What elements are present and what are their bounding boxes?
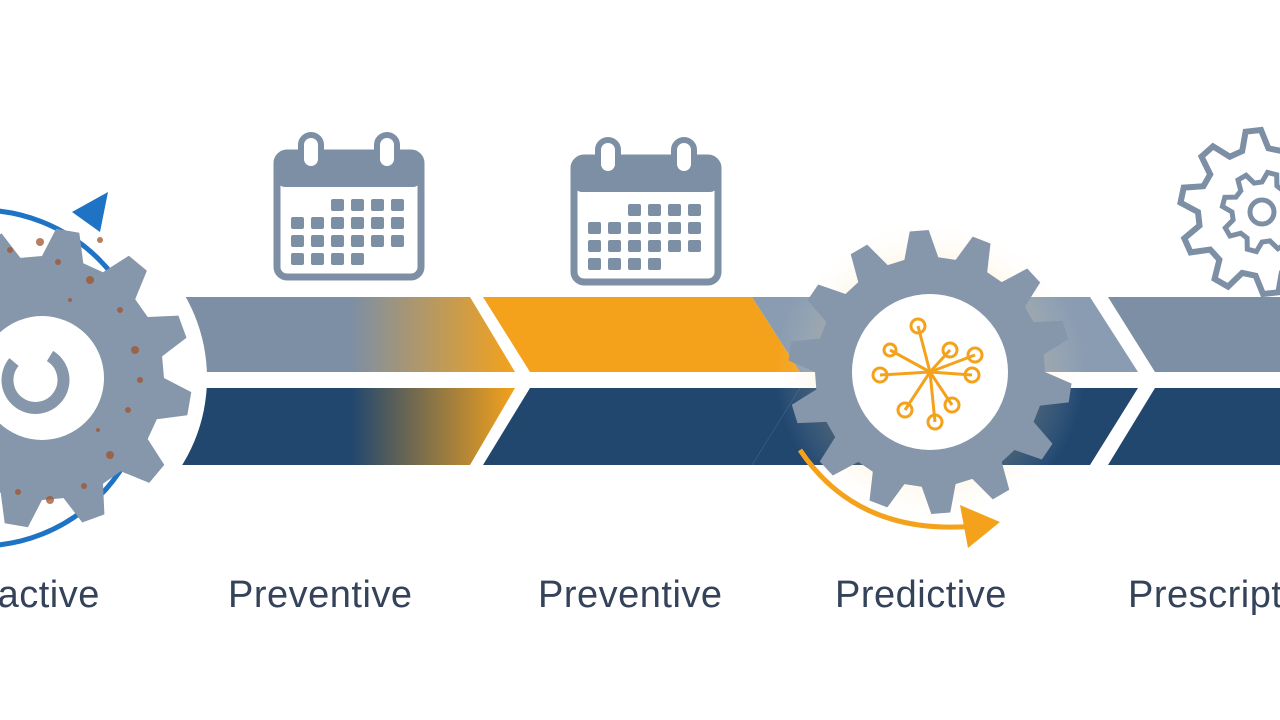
gear-icon bbox=[1177, 126, 1280, 298]
calendar-day bbox=[331, 217, 344, 229]
calendar-day bbox=[331, 253, 344, 265]
ribbon-divider bbox=[150, 374, 1280, 386]
calendar-day bbox=[351, 253, 364, 265]
calendar-day bbox=[688, 204, 701, 216]
rust-spots bbox=[7, 237, 143, 504]
calendar-day bbox=[371, 217, 384, 229]
calendar-day bbox=[648, 222, 661, 234]
calendar-day bbox=[391, 235, 404, 247]
rusty-gear-icon bbox=[0, 192, 207, 548]
gear-hub bbox=[1247, 197, 1277, 227]
ribbon-top-segment-1 bbox=[150, 297, 515, 372]
calendar-day bbox=[608, 258, 621, 270]
ribbon-bottom-segment-1 bbox=[150, 388, 515, 465]
calendar-day bbox=[351, 235, 364, 247]
stage-label-predictive: Predictive bbox=[835, 574, 1007, 616]
calendar-day bbox=[648, 258, 661, 270]
calendar-day bbox=[588, 222, 601, 234]
calendar-day bbox=[351, 199, 364, 211]
calendar-day bbox=[588, 240, 601, 252]
calendar-day bbox=[628, 240, 641, 252]
calendar-day bbox=[291, 217, 304, 229]
calendar-ring bbox=[374, 132, 400, 172]
calendar-day bbox=[628, 258, 641, 270]
calendar-day bbox=[291, 253, 304, 265]
calendar-day bbox=[331, 235, 344, 247]
calendar-day bbox=[688, 222, 701, 234]
calendar-day bbox=[371, 199, 384, 211]
calendar-icon bbox=[570, 137, 722, 286]
gear-shape bbox=[1177, 126, 1280, 298]
ribbon-bottom-segment-4 bbox=[1108, 388, 1280, 465]
calendar-day bbox=[391, 199, 404, 211]
calendar-day bbox=[291, 235, 304, 247]
stage-label-preventive-2: Preventive bbox=[538, 574, 723, 616]
stage-label-reactive: Reactive bbox=[0, 574, 100, 616]
calendar-day bbox=[648, 204, 661, 216]
ribbon-bottom-segment-2 bbox=[483, 388, 800, 465]
calendar-day bbox=[391, 217, 404, 229]
network-icon bbox=[871, 317, 984, 431]
calendar-day bbox=[351, 217, 364, 229]
calendar-day bbox=[608, 240, 621, 252]
calendar-day bbox=[648, 240, 661, 252]
calendar-icon bbox=[273, 132, 425, 281]
calendar-day bbox=[588, 258, 601, 270]
ribbon-top-segment-4 bbox=[1108, 297, 1280, 372]
calendar-day bbox=[311, 217, 324, 229]
calendar-day bbox=[371, 235, 384, 247]
calendar-ring bbox=[595, 137, 621, 177]
calendar-day bbox=[668, 204, 681, 216]
calendar-day bbox=[331, 199, 344, 211]
calendar-day bbox=[668, 222, 681, 234]
inner-gear-shape bbox=[1219, 169, 1280, 255]
calendar-day bbox=[311, 253, 324, 265]
stage-label-preventive: Preventive bbox=[228, 574, 413, 616]
timeline-ribbon bbox=[150, 297, 1280, 465]
calendar-day bbox=[668, 240, 681, 252]
ribbon-top-segment-2 bbox=[483, 297, 800, 372]
calendar-ring bbox=[298, 132, 324, 172]
calendar-day bbox=[608, 222, 621, 234]
calendar-day bbox=[628, 204, 641, 216]
calendar-day bbox=[628, 222, 641, 234]
calendar-day bbox=[311, 235, 324, 247]
calendar-ring bbox=[671, 137, 697, 177]
calendar-day bbox=[688, 240, 701, 252]
stage-label-prescriptive: Prescriptive bbox=[1128, 574, 1280, 616]
network-gear-icon bbox=[775, 217, 1085, 548]
